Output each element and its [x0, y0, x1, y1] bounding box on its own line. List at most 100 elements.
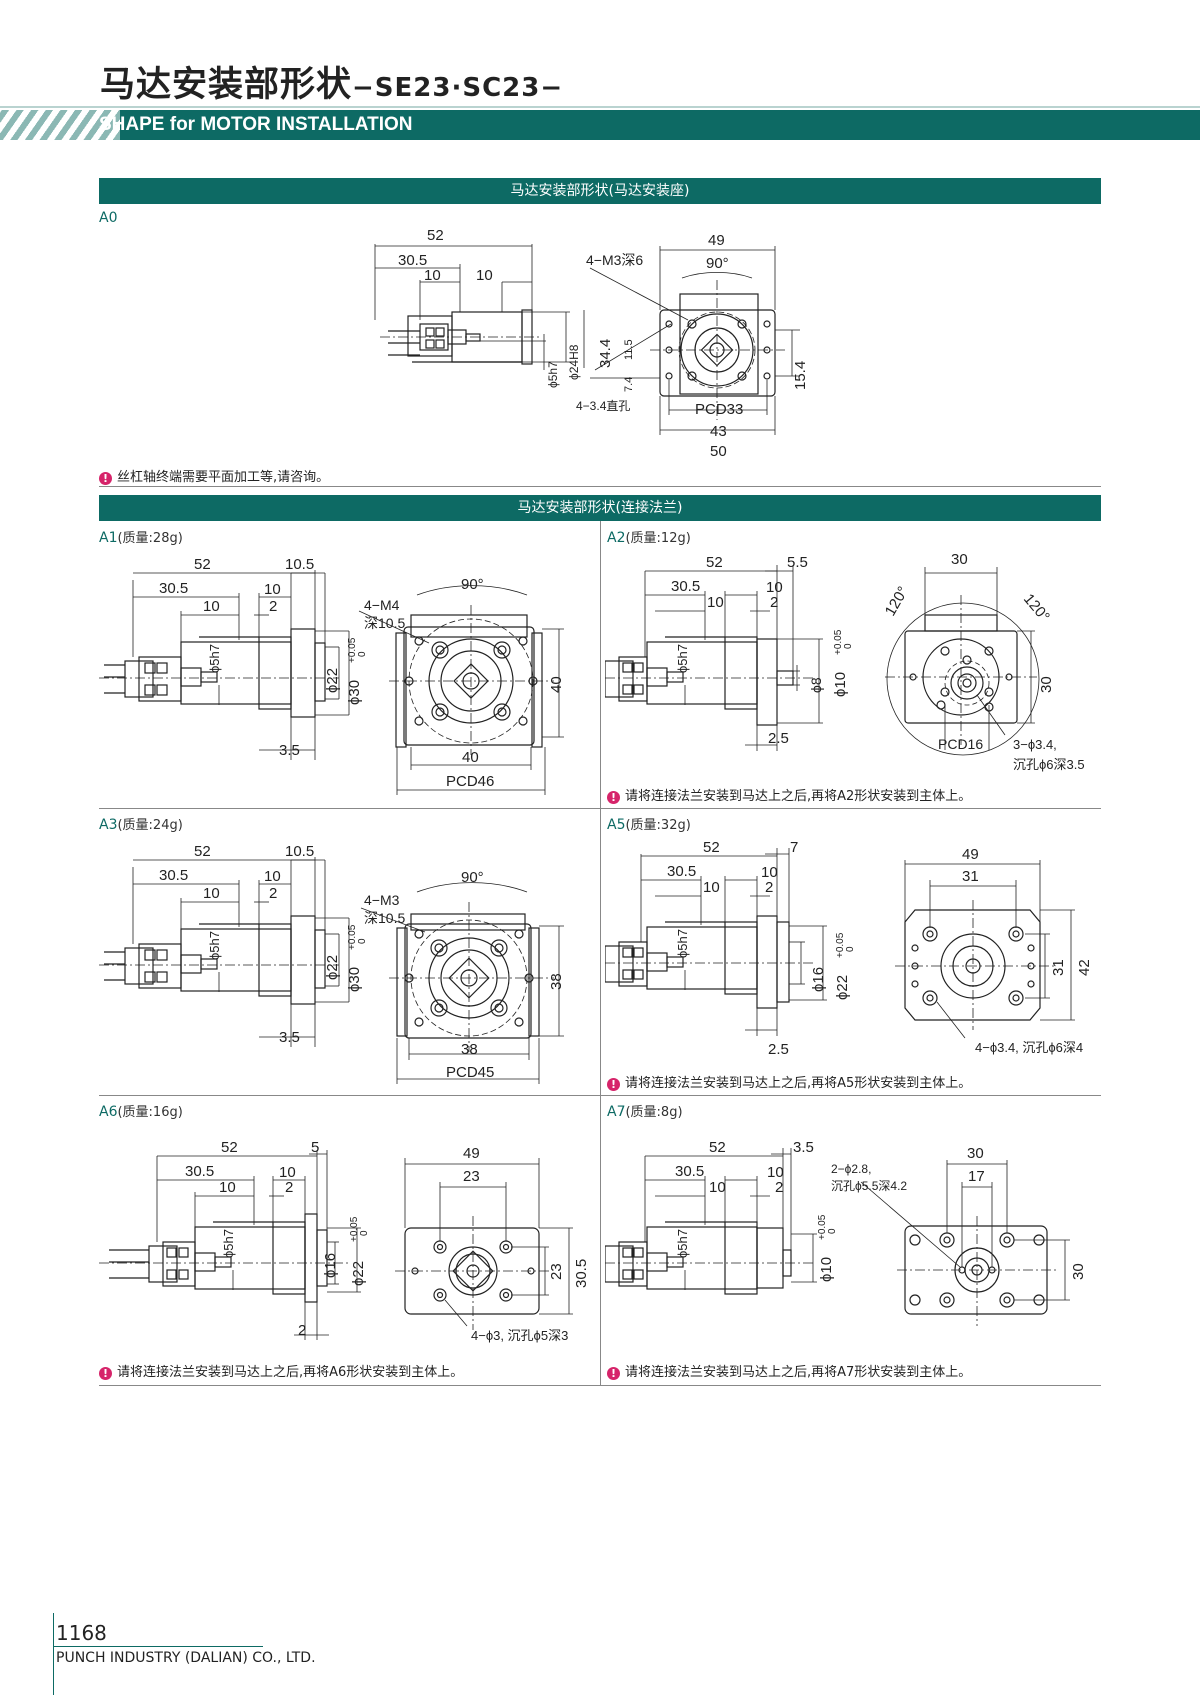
a7-dim-17: 17 [968, 1168, 985, 1185]
a6-dim-30-5v: 30.5 [573, 1259, 590, 1288]
label-a2: A2(质量:12g) [607, 527, 691, 546]
a6-note: ! 请将连接法兰安装到马达上之后,再将A6形状安装到主体上。 [99, 1361, 463, 1380]
a0-dim-m3: 4−M3深6 [586, 252, 643, 268]
label-a0-text: A0 [99, 210, 118, 226]
a0-dim-43: 43 [710, 423, 727, 440]
a7-dim-hole: 2−ϕ2.8, [831, 1162, 871, 1176]
a7-dim-phi10: ϕ10 [818, 1257, 835, 1282]
label-a1: A1(质量:28g) [99, 527, 183, 546]
a2-dim-120a: 120° [882, 584, 912, 619]
label-a3: A3(质量:24g) [99, 814, 183, 833]
a2-dim-tol: +0.05 [833, 629, 844, 655]
a0-dim-hole: 4−3.4直孔 [576, 399, 630, 413]
a3-dim-tol0: 0 [357, 938, 368, 944]
a0-dim-10b: 10 [476, 267, 493, 284]
a7-note: !请将连接法兰安装到马达上之后,再将A7形状安装到主体上。 [607, 1361, 971, 1380]
a1-mass: (质量:28g) [117, 531, 183, 546]
a0-dim-49: 49 [708, 232, 725, 249]
drawing-a2: 52 5.5 30.5 10 10 2 ϕ5h7 ϕ8 ϕ10 +0.05 0 … [605, 545, 1100, 785]
a5-note: !请将连接法兰安装到马达上之后,再将A5形状安装到主体上。 [607, 1072, 971, 1091]
band-bar [86, 110, 1200, 140]
a5-dim-2: 2 [765, 879, 773, 896]
a7-dim-30v: 30 [1070, 1263, 1087, 1280]
a5-dim-phi5: ϕ5h7 [675, 929, 690, 958]
a0-dim-50: 50 [710, 443, 727, 460]
a2-dim-tol0: 0 [843, 643, 854, 649]
drawing-a6: 52 5 30.5 10 10 2 ϕ5h7 ϕ16 ϕ22 +0.05 0 2 [99, 1130, 594, 1350]
band-rule [0, 106, 1200, 108]
a3-dim-30-5: 30.5 [159, 867, 188, 884]
a3-dim-phi5: ϕ5h7 [207, 931, 222, 960]
a3-dim-m3: 4−M3 [364, 892, 400, 908]
footer-horizontal-rule [53, 1646, 263, 1647]
title-models: −SE23·SC23− [352, 73, 564, 103]
note-icon: ! [99, 1367, 112, 1380]
a3-dim-38v: 38 [548, 973, 565, 990]
a5-dim-31h: 31 [962, 868, 979, 885]
a1-dim-tol: +0.05 [347, 637, 358, 663]
a3-dim-10b: 10 [203, 885, 220, 902]
a1-dim-10-5: 10.5 [285, 556, 314, 573]
note-icon: ! [607, 791, 620, 804]
drawing-a7: 52 3.5 30.5 10 10 2 ϕ5h7 ϕ10 +0.05 0 [605, 1130, 1100, 1350]
a6-dim-2: 2 [285, 1179, 293, 1196]
a1-dim-phi22: ϕ22 [324, 668, 341, 693]
a2-dim-hole: 3−ϕ3.4, [1013, 737, 1057, 752]
a7-mass: (质量:8g) [625, 1105, 683, 1120]
a6-dim-tol: +0.05 [349, 1216, 360, 1242]
a7-dim-phi5: ϕ5h7 [675, 1229, 690, 1258]
a6-note-text: 请将连接法兰安装到马达上之后,再将A6形状安装到主体上。 [117, 1365, 464, 1380]
a7-dim-10b: 10 [709, 1179, 726, 1196]
a0-dim-90: 90° [706, 255, 729, 272]
a6-dim-30-5: 30.5 [185, 1163, 214, 1180]
a5-dim-2-5: 2.5 [768, 1041, 789, 1058]
a2-note: ! 请将连接法兰安装到马达上之后,再将A2形状安装到主体上。 [607, 785, 971, 804]
a6-dim-phi16: ϕ16 [322, 1253, 339, 1278]
a6-dim-23v: 23 [548, 1263, 565, 1280]
row-divider-2 [99, 1095, 1101, 1096]
label-a6: A6(质量:16g) [99, 1101, 183, 1120]
a0-dim-10a: 10 [424, 267, 441, 284]
band-hatch [0, 110, 120, 140]
a3-dim-deep: 深10.5 [364, 910, 405, 926]
a7-dim-3-5: 3.5 [793, 1139, 814, 1156]
label-a0: A0 [99, 210, 117, 226]
a6-mass: (质量:16g) [117, 1105, 183, 1120]
a0-dim-pcd33: PCD33 [695, 401, 743, 418]
drawing-a1: 52 10.5 30.5 10 10 2 ϕ5h7 ϕ22 ϕ30 +0.05 … [99, 545, 589, 805]
a0-note: !丝杠轴终端需要平面加工等,请咨询。 [99, 466, 329, 485]
a2-dim-30v: 30 [1038, 676, 1055, 693]
a6-dim-phi5: ϕ5h7 [221, 1229, 236, 1258]
a0-dim-phi24: ϕ24H8 [567, 344, 581, 380]
a0-dim-30-5: 30.5 [398, 252, 427, 269]
a5-note-text: 请将连接法兰安装到马达上之后,再将A5形状安装到主体上。 [625, 1076, 972, 1091]
a0-dim-15-4: 15.4 [792, 361, 809, 390]
a2-dim-phi10: ϕ10 [832, 672, 849, 697]
a3-dim-10-5: 10.5 [285, 843, 314, 860]
label-a5-text: A5 [607, 817, 626, 833]
a6-dim-2b: 2 [298, 1322, 306, 1339]
a7-dim-30-5: 30.5 [675, 1163, 704, 1180]
page-subtitle: SHAPE for MOTOR INSTALLATION [99, 114, 413, 135]
a3-dim-pcd45: PCD45 [446, 1064, 494, 1081]
page-title: 马达安装部形状−SE23·SC23− [100, 56, 563, 107]
a5-dim-phi22: ϕ22 [834, 975, 851, 1000]
a5-dim-10b: 10 [703, 879, 720, 896]
column-divider [600, 521, 601, 1386]
a2-note-text: 请将连接法兰安装到马达上之后,再将A2形状安装到主体上。 [625, 789, 972, 804]
label-a7-text: A7 [607, 1104, 626, 1120]
a5-dim-tol: +0.05 [835, 932, 846, 958]
a2-dim-30h: 30 [951, 551, 968, 568]
note-icon: ! [607, 1367, 620, 1380]
a1-dim-tol0: 0 [357, 651, 368, 657]
a1-dim-90: 90° [461, 576, 484, 593]
a2-dim-10b: 10 [707, 594, 724, 611]
a5-dim-52: 52 [703, 839, 720, 856]
section-header-seat: 马达安装部形状(马达安装座) [99, 178, 1101, 204]
a6-dim-10a: 10 [279, 1164, 296, 1181]
a1-dim-3-5: 3.5 [279, 742, 300, 759]
page-number: 1168 [56, 1621, 107, 1645]
label-a1-text: A1 [99, 530, 118, 546]
a2-dim-120b: 120° [1020, 591, 1053, 626]
section-divider [99, 486, 1101, 487]
